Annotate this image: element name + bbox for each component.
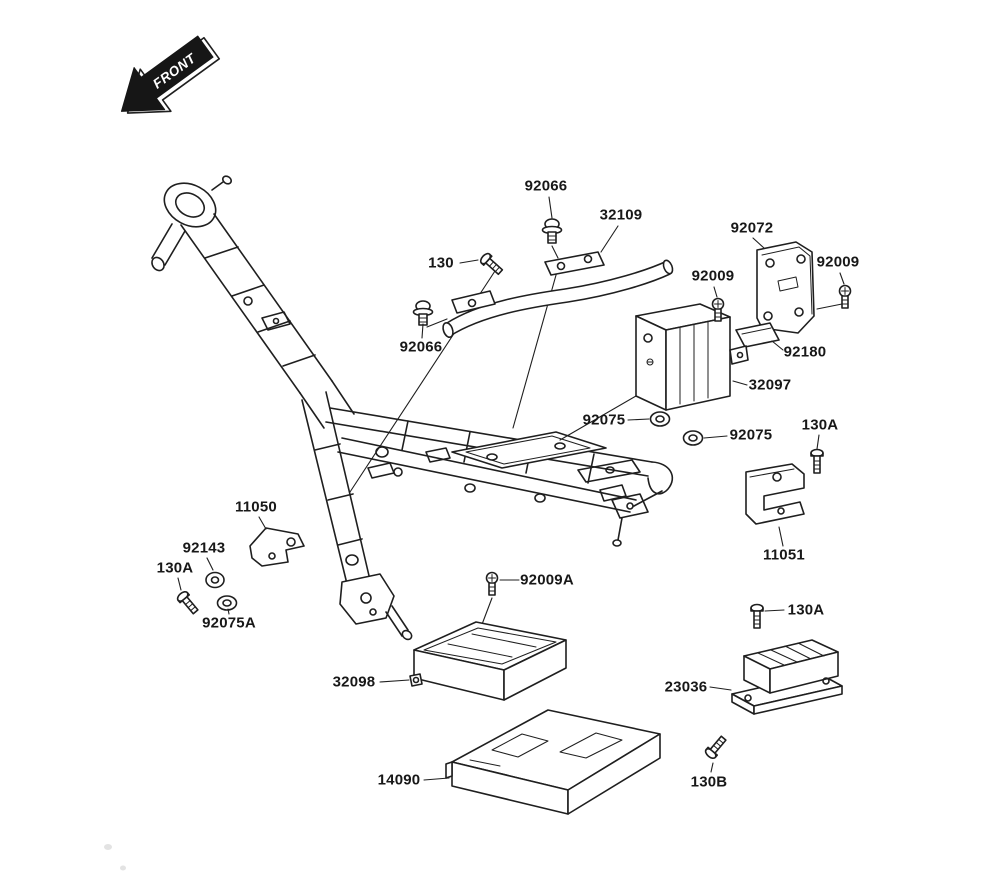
callout-23036: 23036 <box>664 678 708 696</box>
part-11051-bracket <box>745 463 805 525</box>
frame-assembly <box>151 175 674 641</box>
callout-92143: 92143 <box>182 539 226 557</box>
callout-92009-left: 92009 <box>691 267 735 285</box>
front-arrow: FRONT <box>120 35 221 114</box>
part-92075a-grommet <box>216 595 238 611</box>
callout-130a-left: 130A <box>156 559 194 577</box>
callout-32097: 32097 <box>748 376 792 394</box>
part-32109-carrier-rail <box>442 251 674 339</box>
part-92075-grommet-right <box>682 430 704 446</box>
leader-lines <box>177 196 845 781</box>
callout-92180: 92180 <box>783 343 827 361</box>
callout-92075a: 92075A <box>202 614 256 632</box>
part-92143-collar <box>205 571 225 589</box>
callout-92066-lower: 92066 <box>399 338 443 356</box>
callout-32098: 32098 <box>332 673 376 691</box>
part-92075-grommet-left <box>649 411 671 427</box>
callout-130a-bottom: 130A <box>787 601 825 619</box>
part-92180-pad <box>735 322 780 348</box>
part-130a-bolt-right <box>810 448 824 474</box>
watermark-dots <box>104 844 126 871</box>
callout-92075-left: 92075 <box>582 411 626 429</box>
callout-11050: 11050 <box>235 498 277 516</box>
part-130b-bolt <box>703 733 729 761</box>
callout-92009a: 92009A <box>520 571 574 589</box>
part-11050-bracket <box>249 527 305 567</box>
callout-11051: 11051 <box>763 546 805 564</box>
part-130-bolt <box>478 251 506 278</box>
part-130a-bolt-left <box>175 589 201 617</box>
callout-92075-right: 92075 <box>729 426 773 444</box>
part-130a-bolt-bottom <box>750 603 764 629</box>
part-32097-battery-case <box>635 303 749 411</box>
part-92009a-screw <box>485 571 499 596</box>
callout-92009-right: 92009 <box>816 253 860 271</box>
callout-92066-upper: 92066 <box>524 177 568 195</box>
part-32098-tray <box>409 621 567 701</box>
part-92072-bracket <box>756 241 815 334</box>
callout-32109: 32109 <box>599 206 643 224</box>
callout-92072: 92072 <box>730 219 774 237</box>
callout-130b: 130B <box>690 773 728 791</box>
part-92066-bolt-lower <box>412 300 434 326</box>
callout-130a-right: 130A <box>801 416 839 434</box>
part-92066-bolt-upper <box>541 218 563 244</box>
part-23036-bracket <box>731 639 843 715</box>
callout-14090: 14090 <box>377 771 421 789</box>
part-14090-cover <box>445 709 661 815</box>
callout-130: 130 <box>428 254 454 272</box>
